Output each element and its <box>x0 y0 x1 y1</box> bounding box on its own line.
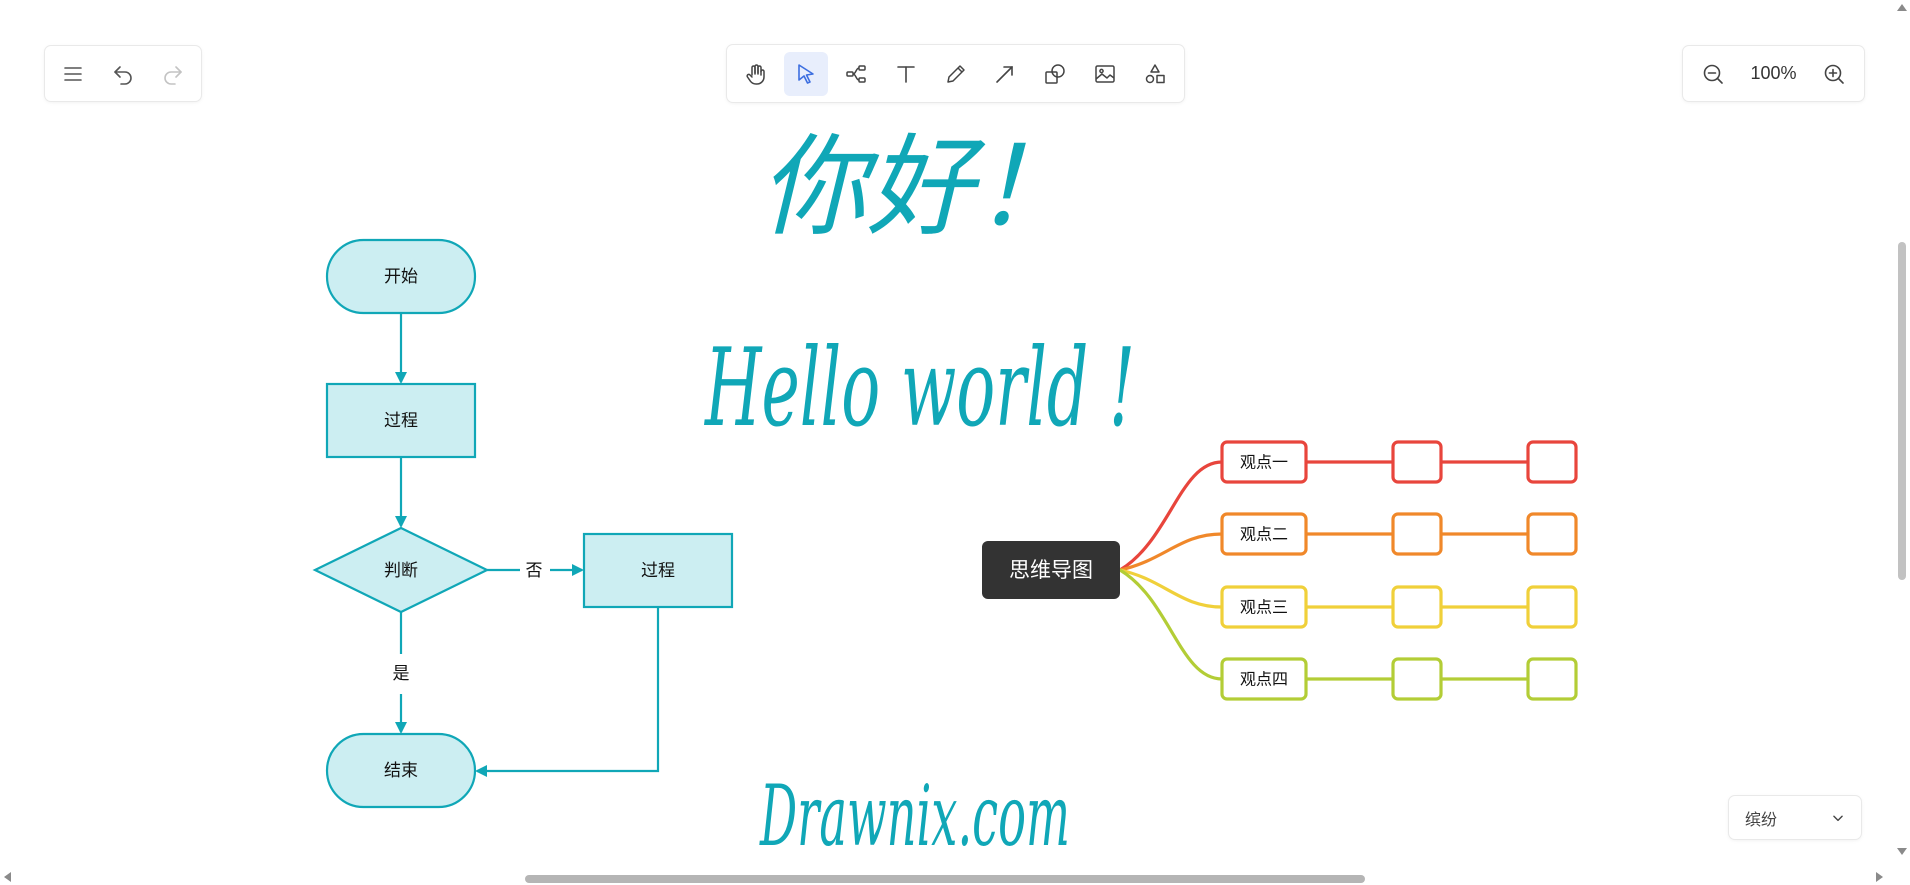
redo-icon <box>164 65 182 85</box>
horizontal-scrollbar[interactable] <box>0 871 1894 885</box>
flow-process2-label: 过程 <box>641 561 675 581</box>
mindmap-branch-1-label: 观点一 <box>1240 453 1288 472</box>
menu-icon <box>64 66 82 81</box>
extra-tools-button[interactable] <box>1133 52 1177 96</box>
text-icon <box>896 65 915 83</box>
selection-tool-button[interactable] <box>783 51 828 96</box>
image-tool-button[interactable] <box>1083 52 1127 96</box>
flow-arrow-process2-end[interactable] <box>475 607 660 777</box>
mindmap-branch-3[interactable] <box>1220 585 1308 629</box>
mindmap-leaf-1a[interactable] <box>1391 440 1443 484</box>
mind-map-icon <box>846 64 866 83</box>
mindmap-link-2 <box>1118 532 1224 572</box>
menu-button[interactable] <box>51 52 95 96</box>
handwriting-hello-world[interactable]: Hello world ! <box>704 326 1135 451</box>
handwriting-group[interactable]: 你好！ Hello world ! Drawnix.com <box>704 123 1135 865</box>
mindmap-root-node[interactable] <box>982 541 1120 599</box>
mindmap-leaf-2b[interactable] <box>1526 512 1578 556</box>
flow-start-label: 开始 <box>384 267 418 287</box>
mindmap-link-4 <box>1118 568 1224 681</box>
scroll-right-arrow-icon[interactable] <box>1876 872 1883 882</box>
scroll-down-arrow-icon[interactable] <box>1897 848 1907 855</box>
hand-tool-button[interactable] <box>734 52 778 96</box>
vertical-scrollbar-thumb[interactable] <box>1898 242 1906 580</box>
chevron-down-icon <box>1833 815 1843 821</box>
arrow-tool-button[interactable] <box>983 52 1027 96</box>
shape-icon <box>1045 63 1065 84</box>
mindmap-root-label: 思维导图 <box>1009 558 1093 582</box>
mind-map-tool-button[interactable] <box>834 52 878 96</box>
mind-map[interactable] <box>982 440 1578 701</box>
zoom-toolbar: 100% <box>1683 46 1864 101</box>
mindmap-leaf-3b[interactable] <box>1526 585 1578 629</box>
pencil-tool-button[interactable] <box>934 52 978 96</box>
mindmap-branch-1[interactable] <box>1220 440 1308 484</box>
zoom-in-button[interactable] <box>1812 52 1856 96</box>
handwriting-nihao[interactable]: 你好！ <box>760 123 1080 251</box>
scroll-left-arrow-icon[interactable] <box>4 872 11 882</box>
pencil-icon <box>946 64 965 83</box>
arrow-icon <box>996 65 1014 83</box>
handwriting-drawnix[interactable]: Drawnix.com <box>759 767 1070 865</box>
flow-no-label: 否 <box>526 561 543 581</box>
vertical-scrollbar[interactable] <box>1894 0 1908 870</box>
zoom-level[interactable]: 100% <box>1750 63 1797 83</box>
main-toolbar <box>727 45 1184 102</box>
mindmap-leaf-4a[interactable] <box>1391 657 1443 701</box>
mindmap-leaf-4b[interactable] <box>1526 657 1578 701</box>
redo-button[interactable] <box>151 52 195 96</box>
image-icon <box>1095 64 1115 83</box>
undo-icon <box>114 65 132 85</box>
theme-select[interactable]: 缤纷 <box>1729 796 1861 839</box>
mindmap-branch-4-label: 观点四 <box>1240 670 1288 689</box>
mindmap-leaf-3a[interactable] <box>1391 585 1443 629</box>
mindmap-branch-4[interactable] <box>1220 657 1308 701</box>
zoom-in-icon <box>1824 64 1844 84</box>
flowchart[interactable] <box>312 238 734 809</box>
mindmap-branch-2[interactable] <box>1220 512 1308 556</box>
flow-end-label: 结束 <box>384 761 418 781</box>
scroll-up-arrow-icon[interactable] <box>1897 4 1907 11</box>
horizontal-scrollbar-thumb[interactable] <box>525 875 1365 883</box>
flow-process-label: 过程 <box>384 411 418 431</box>
mindmap-branch-2-label: 观点二 <box>1240 525 1288 544</box>
mindmap-branch-3-label: 观点三 <box>1240 598 1288 617</box>
mindmap-link-3 <box>1118 568 1224 609</box>
flow-process-node[interactable] <box>325 382 477 459</box>
hand-icon <box>746 63 765 85</box>
pointer-icon <box>798 63 814 84</box>
flow-decision-label: 判断 <box>384 561 418 581</box>
mindmap-leaf-2a[interactable] <box>1391 512 1443 556</box>
zoom-out-button[interactable] <box>1691 52 1735 96</box>
app-toolbar <box>45 46 201 101</box>
mindmap-link-1 <box>1118 460 1224 572</box>
flow-process-node-2[interactable] <box>582 532 734 609</box>
extra-tools-icon <box>1145 63 1165 83</box>
mindmap-leaf-1b[interactable] <box>1526 440 1578 484</box>
undo-button[interactable] <box>101 52 145 96</box>
flow-yes-label: 是 <box>393 664 410 684</box>
zoom-out-icon <box>1703 64 1723 84</box>
shape-tool-button[interactable] <box>1033 52 1077 96</box>
text-tool-button[interactable] <box>884 52 928 96</box>
theme-select-value: 缤纷 <box>1745 809 1778 829</box>
